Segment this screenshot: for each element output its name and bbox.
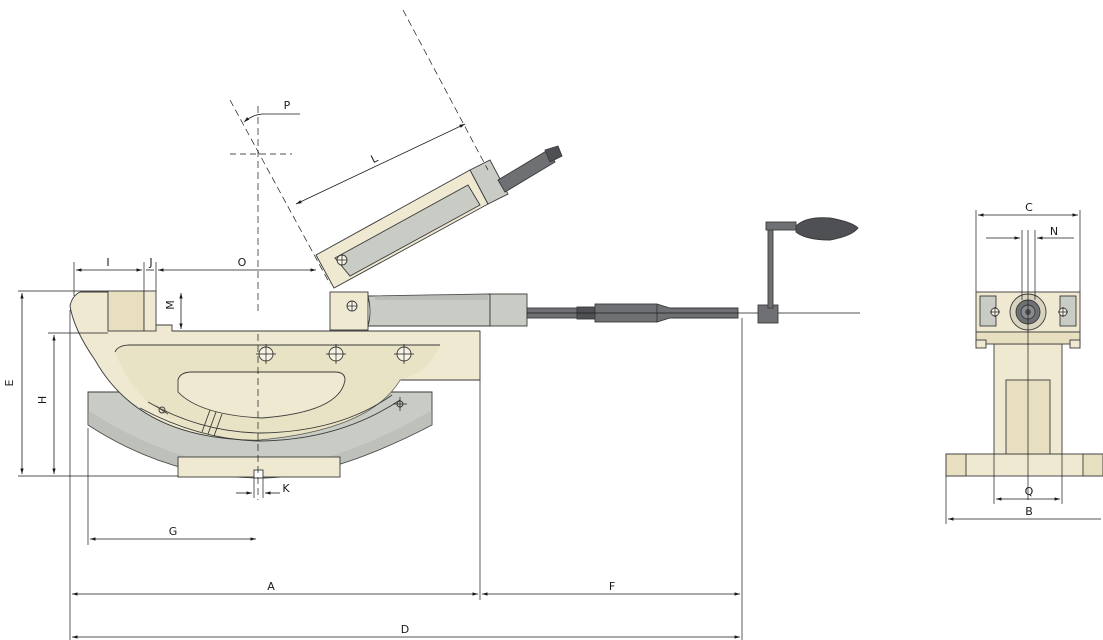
crank-handle: [757, 217, 859, 324]
side-view: [18, 9, 860, 640]
lead-screw: [526, 303, 860, 323]
screw-icon: [346, 300, 358, 312]
arc-slot: [177, 371, 346, 419]
tilted-gauge: [315, 145, 563, 289]
scale-mark-icon: [155, 405, 169, 415]
spindle-housing: [367, 293, 491, 327]
label-a: A: [267, 580, 275, 593]
label-j: J: [148, 256, 152, 269]
label-e: E: [3, 379, 16, 386]
label-i: I: [106, 256, 109, 269]
dimension-labels: A B C D E F G H I J K L M N O P Q: [3, 99, 1058, 636]
bolt-holes: [256, 344, 414, 411]
label-h: H: [36, 396, 49, 404]
label-d: D: [401, 623, 409, 636]
screw-icon: [990, 307, 1000, 317]
label-o: O: [238, 256, 247, 269]
label-f: F: [609, 580, 615, 593]
label-k: K: [282, 482, 290, 495]
label-b: B: [1025, 505, 1033, 518]
label-p: P: [284, 99, 291, 112]
label-n: N: [1050, 225, 1058, 238]
label-q: Q: [1025, 485, 1034, 498]
label-g: G: [169, 525, 178, 538]
screw-icon: [336, 254, 348, 266]
label-l: L: [369, 151, 381, 166]
screw-icon: [1058, 307, 1068, 317]
label-c: C: [1025, 201, 1033, 214]
fixed-jaw: [107, 290, 145, 332]
label-m: M: [164, 300, 177, 310]
end-view: [945, 210, 1103, 524]
movable-jaw: [329, 291, 369, 331]
